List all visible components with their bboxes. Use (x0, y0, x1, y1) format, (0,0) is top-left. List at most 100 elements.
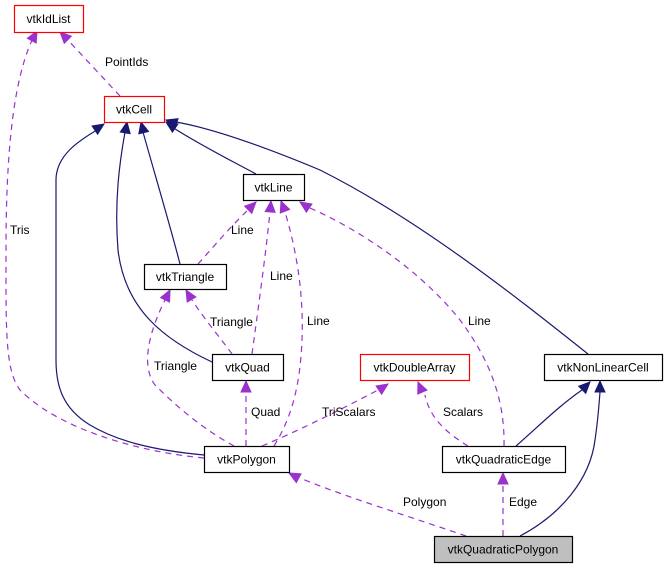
edge-vtkQuadraticPolygon-to-vtkPolygon (287, 472, 467, 537)
inheritance-edge-line (116, 131, 213, 363)
edge-vtkTriangle-to-vtkCell (138, 120, 181, 265)
inheritance-edge-line (515, 389, 583, 447)
node-box[interactable] (211, 353, 285, 382)
node-box[interactable] (441, 445, 567, 474)
arrowhead-icon (287, 472, 302, 484)
node-box[interactable] (359, 353, 471, 382)
node-label[interactable]: vtkTriangle (156, 270, 215, 284)
edges-layer (5, 29, 606, 537)
inheritance-edge-line (171, 126, 257, 175)
edge-label: PointIds (105, 55, 148, 69)
arrowhead-icon (91, 123, 106, 136)
edge-vtkQuadraticEdge-to-vtkNonLinearCell (515, 381, 591, 447)
arrowhead-icon (26, 29, 38, 44)
edge-vtkQuadraticEdge-to-vtkLine (298, 201, 505, 447)
edge-label: Triangle (154, 359, 197, 373)
node-vtkLine[interactable]: vtkLine (242, 173, 306, 202)
arrowhead-icon (240, 379, 252, 393)
node-box[interactable] (103, 95, 166, 124)
edge-vtkQuad-to-vtkCell (116, 120, 213, 363)
arrowhead-icon (298, 201, 313, 214)
node-vtkQuadraticPolygon[interactable]: vtkQuadraticPolygon (433, 535, 574, 564)
arrowhead-icon (59, 31, 73, 45)
arrowhead-icon (264, 199, 276, 213)
node-label[interactable]: vtkDoubleArray (373, 361, 455, 375)
arrowhead-icon (577, 381, 591, 395)
edge-vtkPolygon-to-vtkTriangle (147, 288, 235, 447)
arrowhead-icon (138, 120, 150, 135)
inheritance-edge-line (55, 129, 205, 456)
node-label[interactable]: vtkQuadraticEdge (456, 453, 552, 467)
node-label[interactable]: vtkQuadraticPolygon (448, 543, 559, 557)
arrowhead-icon (243, 201, 257, 215)
usage-edge-line (147, 299, 235, 447)
node-label[interactable]: vtkNonLinearCell (557, 361, 648, 375)
node-label[interactable]: vtkQuad (225, 361, 270, 375)
edge-vtkQuadraticPolygon-to-vtkNonLinearCell (519, 379, 606, 537)
node-vtkPolygon[interactable]: vtkPolygon (203, 445, 291, 474)
arrowhead-icon (594, 379, 606, 393)
arrowhead-icon (119, 120, 131, 135)
usage-edge-line (251, 211, 271, 355)
edge-vtkCell-to-vtkIdList (59, 31, 121, 97)
usage-edge-line (197, 207, 251, 265)
node-vtkIdList[interactable]: vtkIdList (13, 4, 85, 34)
usage-edge-line (309, 207, 505, 447)
arrowhead-icon (375, 383, 390, 396)
edge-vtkPolygon-to-vtkQuad (240, 379, 252, 446)
node-vtkNonLinearCell[interactable]: vtkNonLinearCell (543, 353, 664, 382)
edge-vtkPolygon-to-vtkIdList (5, 29, 205, 459)
inheritance-edge-line (142, 131, 181, 265)
edge-vtkPolygon-to-vtkCell (55, 123, 205, 456)
node-vtkTriangle[interactable]: vtkTriangle (143, 263, 228, 291)
edge-vtkNonLinearCell-to-vtkCell (164, 118, 589, 355)
arrowhead-icon (497, 471, 509, 485)
edge-label: Polygon (403, 495, 446, 509)
node-label[interactable]: vtkIdList (26, 12, 71, 26)
usage-edge-line (191, 299, 233, 355)
arrowhead-icon (417, 380, 428, 395)
node-vtkQuad[interactable]: vtkQuad (211, 353, 285, 382)
edge-label: TriScalars (322, 405, 376, 419)
node-box[interactable] (203, 445, 291, 474)
node-vtkCell[interactable]: vtkCell (103, 95, 166, 124)
edge-vtkPolygon-to-vtkLine (273, 199, 303, 447)
node-label[interactable]: vtkPolygon (217, 453, 276, 467)
edge-label: Line (270, 269, 293, 283)
nodes-layer: vtkIdList vtkCell vtkLine vtkTriangle vtkQua… (13, 4, 664, 564)
edge-label: Edge (509, 495, 537, 509)
edge-vtkPolygon-to-vtkDoubleArray (261, 383, 390, 447)
inheritance-edge-line (175, 121, 589, 355)
usage-edge-line (273, 211, 303, 447)
edge-label: Triangle (210, 315, 253, 329)
edge-label: Tris (10, 223, 30, 237)
node-box[interactable] (13, 4, 85, 34)
edge-vtkQuadraticPolygon-to-vtkQuadraticEdge (497, 471, 509, 536)
arrowhead-icon (279, 199, 291, 214)
node-box[interactable] (143, 263, 228, 291)
edge-label: Scalars (443, 405, 483, 419)
edge-vtkQuadraticEdge-to-vtkDoubleArray (417, 380, 469, 447)
node-box[interactable] (543, 353, 664, 382)
usage-edge-line (299, 477, 467, 537)
arrowhead-icon (185, 288, 197, 303)
node-vtkQuadraticEdge[interactable]: vtkQuadraticEdge (441, 445, 567, 474)
edge-label: Quad (251, 405, 280, 419)
edge-vtkQuad-to-vtkLine (251, 199, 276, 355)
edge-label: Line (468, 314, 491, 328)
usage-edge-line (261, 389, 379, 447)
node-label[interactable]: vtkCell (116, 103, 152, 117)
edge-label: Line (307, 314, 330, 328)
node-label[interactable]: vtkLine (254, 181, 292, 195)
arrowhead-icon (159, 288, 171, 303)
arrowhead-icon (164, 118, 179, 130)
node-box[interactable] (242, 173, 306, 202)
edge-vtkQuad-to-vtkTriangle (185, 288, 233, 355)
edge-vtkTriangle-to-vtkLine (197, 201, 257, 265)
usage-edge-line (424, 394, 469, 447)
inheritance-edge-line (519, 391, 601, 537)
node-box[interactable] (433, 535, 574, 564)
node-vtkDoubleArray[interactable]: vtkDoubleArray (359, 353, 471, 382)
